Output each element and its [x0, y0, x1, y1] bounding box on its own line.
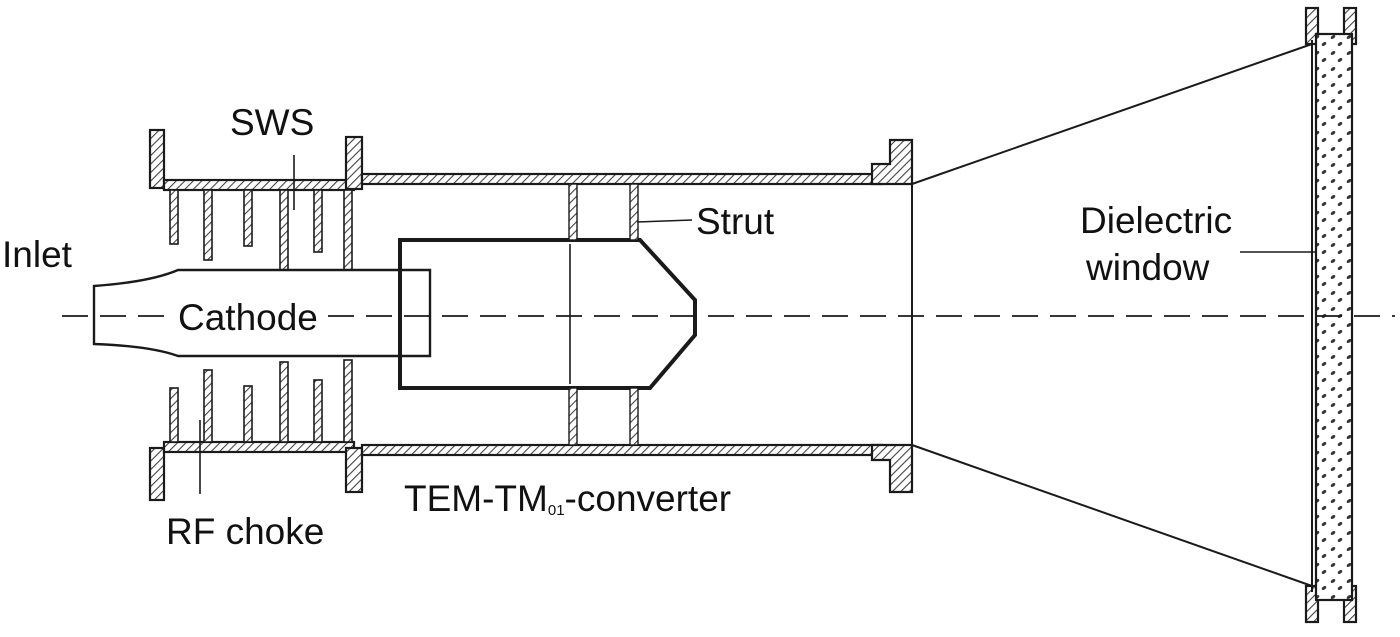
converter-wall-bottom: [360, 443, 884, 457]
label-cathode: Cathode: [174, 299, 322, 336]
label-converter-main: TEM-TM: [404, 478, 548, 519]
sws-wall-top: [162, 178, 356, 192]
dielectric-window-body: [1314, 32, 1354, 602]
label-inlet: Inlet: [2, 234, 72, 275]
middle-flange-bottom: [344, 446, 364, 494]
inner-conductor: [398, 238, 697, 390]
label-strut: Strut: [696, 201, 775, 242]
label-sws: SWS: [230, 102, 315, 143]
outer-tube-and-flanges: [148, 6, 1358, 624]
label-rf-choke: RF choke: [166, 511, 325, 552]
label-converter-subscript: 01: [547, 502, 565, 519]
label-dielectric-line1: Dielectric: [1080, 200, 1233, 241]
left-flange-bottom: [148, 446, 166, 502]
sws-vanes: [169, 189, 353, 443]
middle-flange-top: [344, 135, 364, 191]
label-dielectric-line2: window: [1086, 247, 1210, 288]
sws-wall-bottom: [162, 440, 356, 454]
converter-wall-top: [360, 172, 884, 186]
right-flange-top: [870, 138, 914, 186]
left-flange-top: [148, 128, 166, 190]
struts: [568, 183, 639, 446]
label-converter-suffix: -converter: [564, 478, 732, 519]
leader-strut: [636, 219, 693, 223]
label-converter: TEM-TM01-converter: [404, 480, 731, 518]
right-flange-bottom: [870, 443, 914, 494]
